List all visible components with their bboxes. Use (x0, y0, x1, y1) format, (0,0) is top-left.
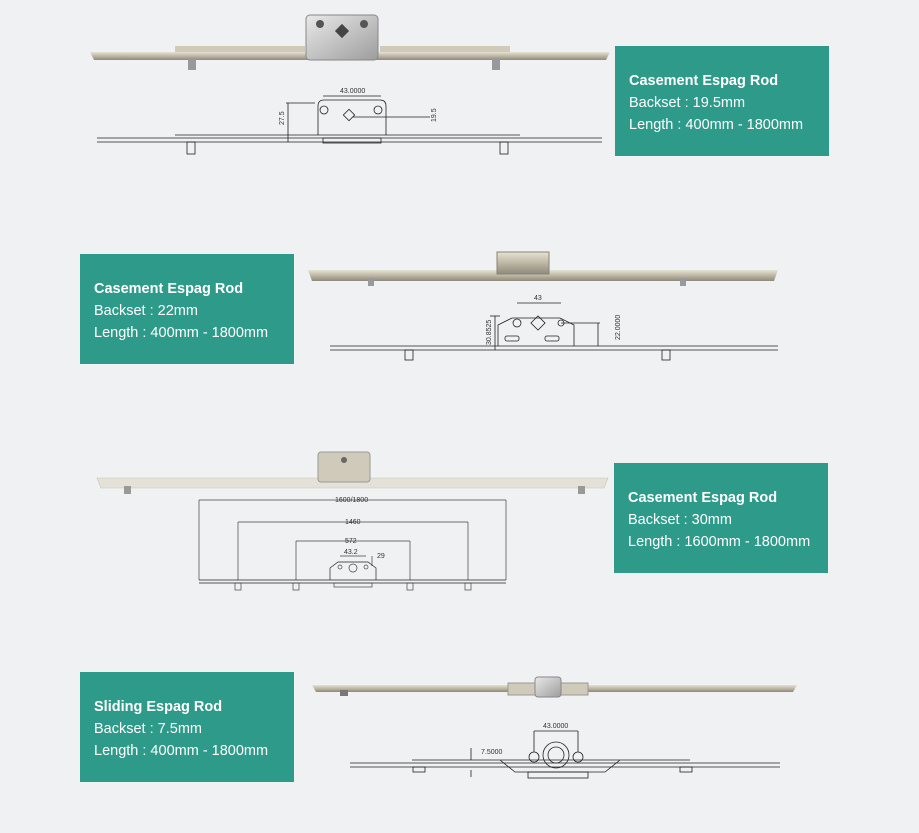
dimension-label: 22.0000 (615, 315, 622, 340)
dimension-label: 1460 (345, 519, 361, 526)
product-title: Casement Espag Rod (628, 490, 778, 506)
dimension-label: 19.5 (431, 108, 438, 122)
product-title: Casement Espag Rod (629, 73, 779, 89)
product-title: Sliding Espag Rod (94, 699, 223, 715)
dimension-label: 27.5 (279, 111, 286, 125)
dimension-label: 29 (377, 553, 385, 560)
product-backset: Backset : 22mm (94, 303, 198, 319)
dimension-label: 43 (534, 295, 542, 302)
product-info-card: Casement Espag Rod Backset : 19.5mm Leng… (615, 46, 829, 156)
product-backset: Backset : 19.5mm (629, 95, 746, 111)
dimension-label: 43.0000 (340, 88, 365, 95)
product-info-card: Casement Espag Rod Backset : 22mm Length… (80, 254, 294, 364)
espag-rod-photo (90, 14, 610, 70)
espag-rod-photo (96, 451, 609, 494)
technical-drawing (330, 302, 778, 361)
dimension-label: 1600/1800 (335, 497, 368, 504)
product-backset: Backset : 7.5mm (94, 721, 202, 737)
technical-drawing (198, 499, 507, 591)
espag-rod-photo (312, 676, 797, 698)
product-length: Length : 1600mm - 1800mm (628, 534, 811, 550)
product-info-card: Casement Espag Rod Backset : 30mm Length… (614, 463, 828, 573)
espag-rod-photo (308, 251, 778, 286)
product-length: Length : 400mm - 1800mm (629, 117, 804, 133)
dimension-label: 43.0000 (543, 723, 568, 730)
technical-drawing (97, 95, 602, 155)
product-title: Casement Espag Rod (94, 281, 244, 297)
technical-drawing (350, 730, 780, 779)
product-backset: Backset : 30mm (628, 512, 732, 528)
dimension-label: 572 (345, 538, 357, 545)
product-length: Length : 400mm - 1800mm (94, 743, 269, 759)
product-length: Length : 400mm - 1800mm (94, 325, 269, 341)
dimension-label: 7.5000 (481, 749, 503, 756)
product-info-card: Sliding Espag Rod Backset : 7.5mm Length… (80, 672, 294, 782)
dimension-label: 30.8525 (486, 320, 493, 345)
dimension-label: 43.2 (344, 549, 358, 556)
